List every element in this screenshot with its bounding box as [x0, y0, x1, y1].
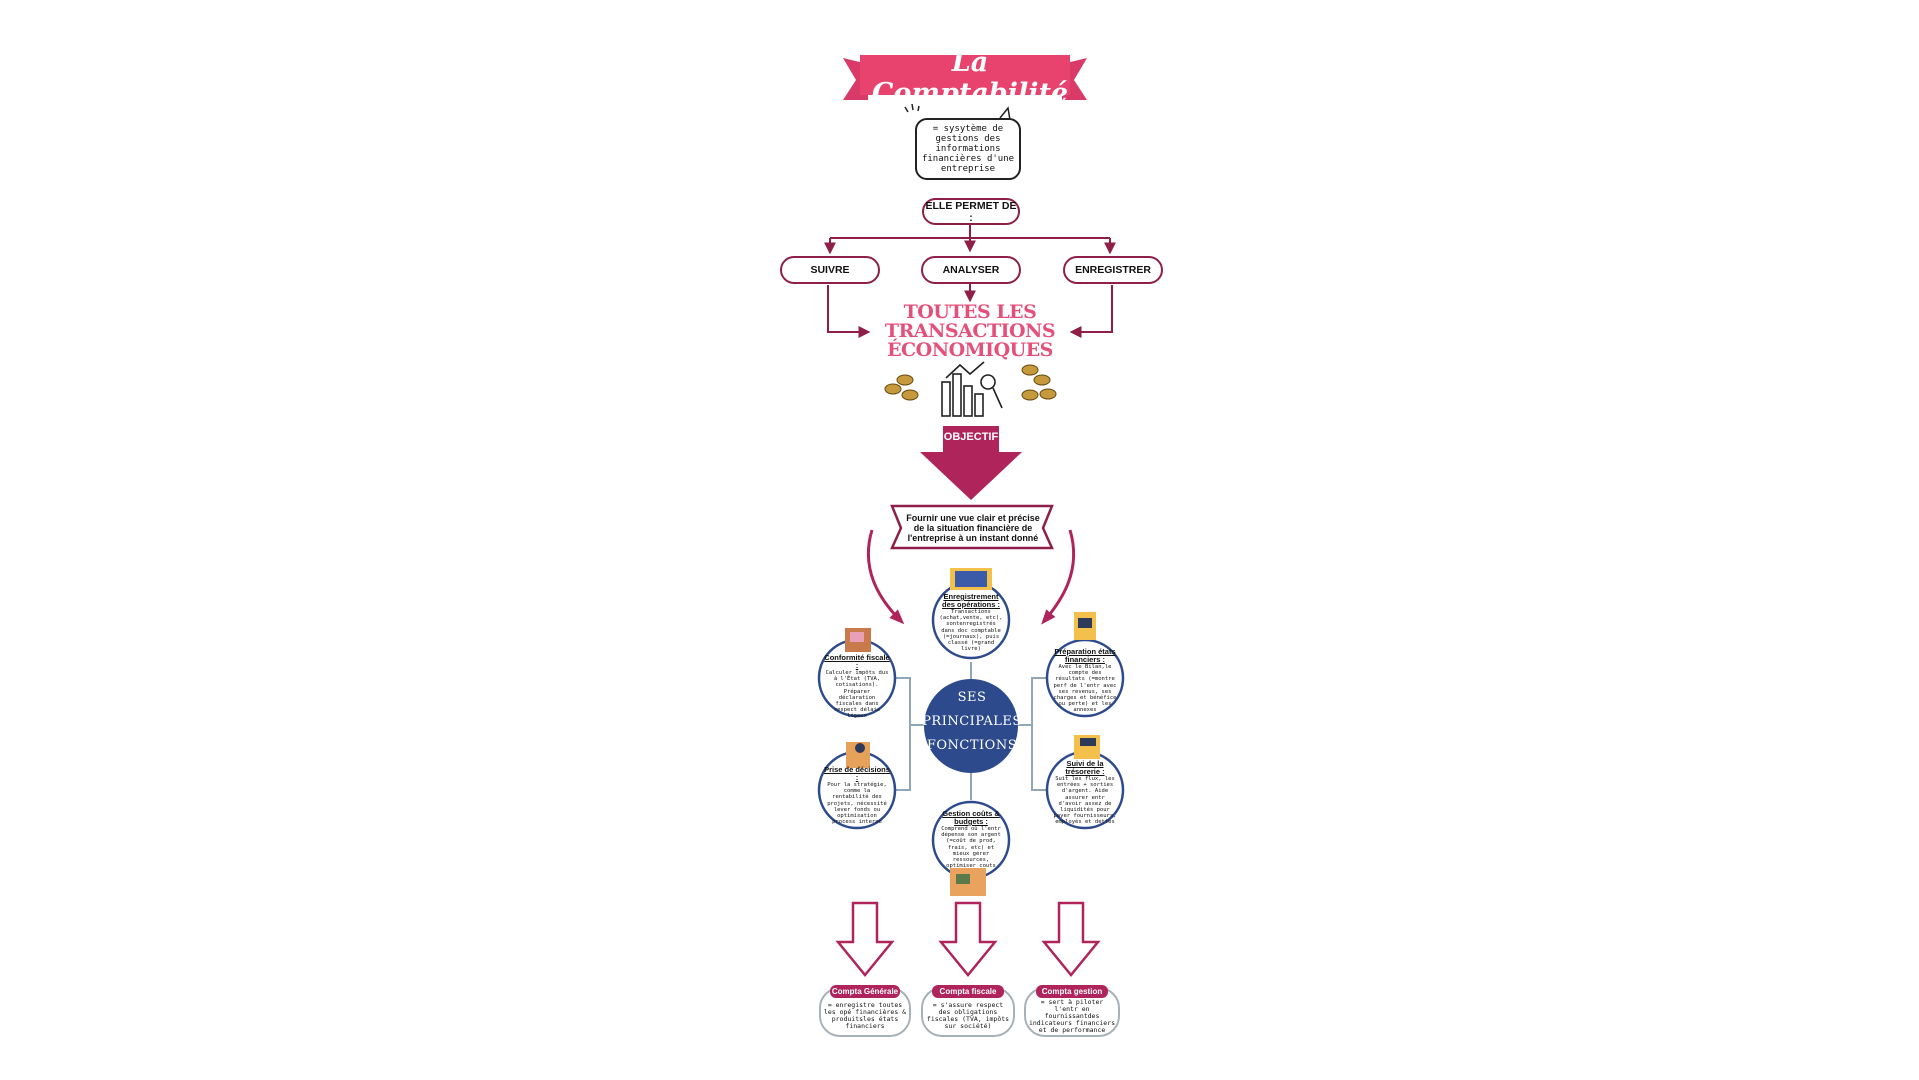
center-circle	[924, 679, 1018, 773]
function-tresorerie: Suivi de la trésorerie : Suit les flux, …	[1052, 760, 1118, 826]
branch-boxes	[819, 985, 1120, 1037]
function-circles	[817, 580, 1125, 880]
branch-title-generale: Compta Générale	[831, 987, 899, 996]
action-suivre: SUIVRE	[780, 256, 880, 284]
function-conformite: Conformité fiscale : Calculer impôts dus…	[824, 654, 890, 720]
function-couts: Gestion coûts & budgets : Comprend où l'…	[938, 809, 1004, 870]
function-title: Gestion coûts & budgets :	[942, 809, 1000, 826]
function-body: Transactions (achat,vente, etc), sontenr…	[939, 609, 1003, 653]
branch-title-fiscale: Compta fiscale	[939, 987, 997, 996]
definition-bubble: = sysytème de gestions des informations …	[915, 118, 1021, 180]
branch-body-gestion: = sert à piloter l'entr en fournissantde…	[1028, 997, 1116, 1034]
function-preparation: Préparation états financiers : Avec le B…	[1052, 648, 1118, 714]
function-body: Pour la stratégie, comme la rentabilité …	[827, 782, 887, 826]
function-title: Conformité fiscale :	[824, 653, 890, 670]
function-body: Calculer impôts dus à l'État (TVA, cotis…	[825, 670, 889, 720]
transactions-title: TOUTES LES TRANSACTIONS ÉCONOMIQUES	[884, 301, 1056, 361]
function-enregistrement: Enregistrement des opérations : Transact…	[938, 592, 1004, 653]
coin-stack-icon	[884, 364, 1057, 401]
illustration-icon	[845, 568, 1100, 896]
function-body: Suit les flux, les entrées + sorties d'a…	[1053, 776, 1117, 826]
function-title: Préparation états financiers :	[1054, 647, 1116, 664]
curved-arrows	[866, 529, 1076, 625]
function-connectors	[896, 662, 1046, 800]
bubble-decoration	[904, 103, 1011, 121]
function-decisions: Prise de décisions : Pour la stratégie, …	[824, 765, 890, 826]
function-body: Comprend où l'entr dépense son argent (=…	[941, 826, 1001, 870]
bar-chart-magnifier-icon	[941, 361, 1003, 417]
goal-banner	[890, 504, 1054, 550]
action-enregistrer: ENREGISTRER	[1063, 256, 1163, 284]
goal-text: Fournir une vue clair et précise de la s…	[906, 513, 1040, 543]
function-title: Suivi de la trésorerie :	[1065, 759, 1105, 776]
function-title: Enregistrement des opérations :	[942, 592, 1000, 609]
down-arrows	[835, 901, 1101, 977]
branch-body-fiscale: = s'assure respect des obligations fisca…	[926, 1001, 1010, 1030]
objectif-label: OBJECTIF	[943, 431, 999, 443]
permet-connectors	[824, 225, 1116, 338]
function-title: Prise de décisions :	[824, 765, 890, 782]
branch-body-generale: = enregistre toutes les opé financières …	[823, 1001, 907, 1030]
page-title: La Comptabilité	[871, 47, 1069, 109]
title-ribbon	[843, 55, 1087, 100]
action-analyser: ANALYSER	[921, 256, 1021, 284]
center-label: SES PRINCIPALES FONCTIONS	[922, 690, 1022, 753]
permet-label: ELLE PERMET DE :	[922, 198, 1020, 225]
function-body: Avec le Bilan,le compte des résultats (=…	[1053, 664, 1117, 714]
objectif-arrow	[920, 426, 1022, 500]
branch-title-gestion: Compta gestion	[1041, 987, 1103, 996]
